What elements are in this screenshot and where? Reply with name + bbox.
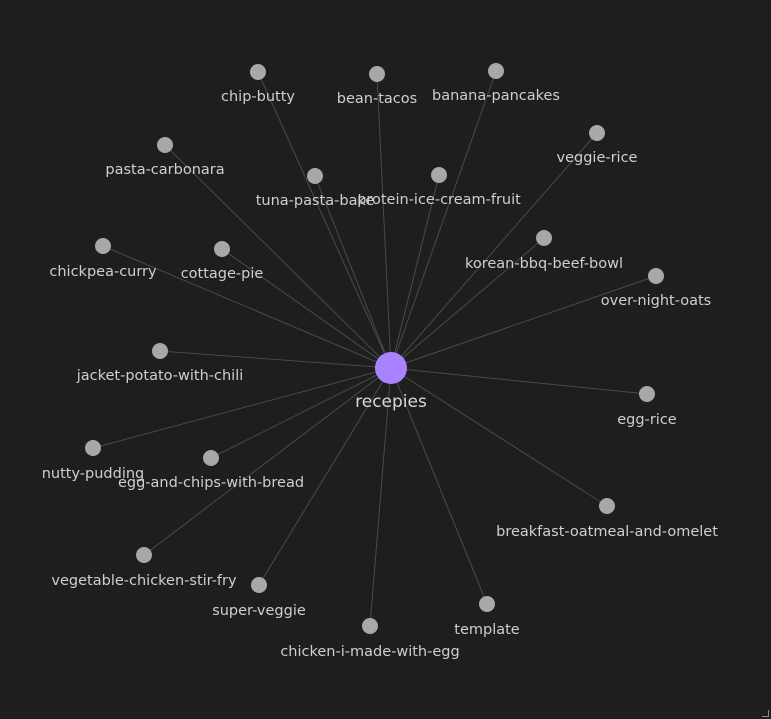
graph-node-template[interactable]: template [454,596,520,638]
node-dot[interactable] [648,268,664,284]
edge-egg-rice [390,367,648,395]
node-dot[interactable] [479,596,495,612]
graph-node-chicken-i-made-with-egg[interactable]: chicken-i-made-with-egg [280,618,460,660]
node-dot[interactable] [203,450,219,466]
node-dot[interactable] [589,125,605,141]
edge-bean-tacos [376,73,392,369]
node-dot[interactable] [599,498,615,514]
edge-breakfast-oatmeal-and-omelet [390,367,608,507]
graph-node-bean-tacos[interactable]: bean-tacos [337,66,417,107]
edge-chickpea-curry [102,245,392,369]
node-label: nutty-pudding [42,466,145,482]
node-label: chip-butty [221,89,295,105]
node-label: cottage-pie [181,266,264,282]
graph-node-super-veggie[interactable]: super-veggie [212,577,306,619]
edge-vegetable-chicken-stir-fry [143,367,392,556]
graph-node-over-night-oats[interactable]: over-night-oats [601,268,711,309]
graph-node-pasta-carbonara[interactable]: pasta-carbonara [105,137,225,178]
node-label: chickpea-curry [49,264,157,280]
graph-node-recepies[interactable]: recepies [355,352,427,412]
edge-pasta-carbonara [164,144,392,369]
center-node-dot[interactable] [375,352,407,384]
edge-cottage-pie [221,248,392,369]
node-dot[interactable] [251,577,267,593]
graph-node-breakfast-oatmeal-and-omelet[interactable]: breakfast-oatmeal-and-omelet [496,498,718,540]
node-dot[interactable] [431,167,447,183]
graph-node-chip-butty[interactable]: chip-butty [221,64,295,105]
node-dot[interactable] [488,63,504,79]
graph-node-protein-ice-cream-fruit[interactable]: protein-ice-cream-fruit [357,167,521,208]
edges-layer [92,70,657,627]
center-node-label: recepies [355,392,427,412]
node-label: super-veggie [212,603,306,619]
node-dot[interactable] [152,343,168,359]
graph-node-jacket-potato-with-chili[interactable]: jacket-potato-with-chili [76,343,244,384]
nodes-layer: chip-butty bean-tacos banana-pancakes pasta… [42,63,718,660]
graph-node-cottage-pie[interactable]: cottage-pie [181,241,264,282]
graph-node-egg-and-chips-with-bread[interactable]: egg-and-chips-with-bread [118,450,304,491]
edge-chicken-i-made-with-egg [369,367,392,627]
node-label: bean-tacos [337,91,417,107]
node-label: korean-bbq-beef-bowl [465,256,623,272]
node-dot[interactable] [214,241,230,257]
node-dot[interactable] [136,547,152,563]
node-dot[interactable] [369,66,385,82]
node-label: egg-and-chips-with-bread [118,475,304,491]
node-label: over-night-oats [601,293,711,309]
edge-super-veggie [258,367,392,586]
edge-veggie-rice [390,132,598,369]
node-label: vegetable-chicken-stir-fry [51,573,237,589]
edge-template [390,367,488,605]
resize-handle-icon[interactable] [762,710,769,717]
node-dot[interactable] [250,64,266,80]
edge-korean-bbq-beef-bowl [390,237,545,369]
node-label: chicken-i-made-with-egg [280,644,459,660]
node-label: template [454,622,520,638]
node-label: tuna-pasta-bake [256,193,375,209]
edge-egg-and-chips-with-bread [210,367,392,459]
graph-node-veggie-rice[interactable]: veggie-rice [557,125,638,166]
edge-jacket-potato-with-chili [159,350,392,369]
node-label: banana-pancakes [432,88,560,104]
graph-node-egg-rice[interactable]: egg-rice [617,386,677,428]
node-dot[interactable] [536,230,552,246]
node-label: pasta-carbonara [105,162,224,178]
node-dot[interactable] [85,440,101,456]
edge-banana-pancakes [390,70,497,369]
node-dot[interactable] [307,168,323,184]
node-label: jacket-potato-with-chili [76,368,244,384]
node-label: breakfast-oatmeal-and-omelet [496,524,718,540]
node-label: protein-ice-cream-fruit [357,192,521,208]
graph-node-vegetable-chicken-stir-fry[interactable]: vegetable-chicken-stir-fry [51,547,237,589]
node-dot[interactable] [95,238,111,254]
edge-tuna-pasta-bake [314,175,392,369]
node-dot[interactable] [362,618,378,634]
graph-node-korean-bbq-beef-bowl[interactable]: korean-bbq-beef-bowl [465,230,623,272]
edge-over-night-oats [390,275,657,369]
graph-node-tuna-pasta-bake[interactable]: tuna-pasta-bake [256,168,375,209]
node-dot[interactable] [157,137,173,153]
node-label: veggie-rice [557,150,638,166]
edge-nutty-pudding [92,367,392,449]
graph-node-banana-pancakes[interactable]: banana-pancakes [432,63,560,104]
edge-chip-butty [257,71,392,369]
graph-node-nutty-pudding[interactable]: nutty-pudding [42,440,145,482]
node-label: egg-rice [617,412,677,428]
node-dot[interactable] [639,386,655,402]
graph-node-chickpea-curry[interactable]: chickpea-curry [49,238,157,280]
edge-protein-ice-cream-fruit [390,174,440,369]
